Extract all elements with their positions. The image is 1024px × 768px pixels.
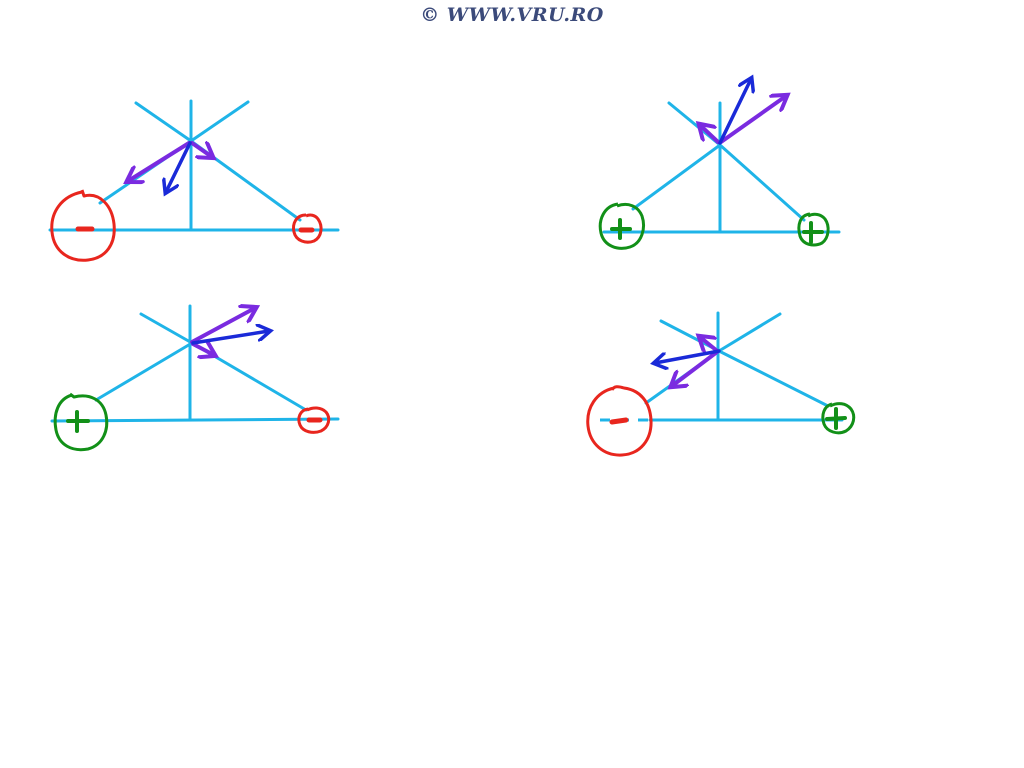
field-vector-right <box>190 143 212 157</box>
negative-charge-ring <box>586 385 653 457</box>
field-vector-right <box>700 337 718 350</box>
positive-charge-ring <box>53 392 109 452</box>
resultant-vector <box>191 331 269 345</box>
diagonal-line <box>189 100 250 143</box>
positive-charge-ring <box>797 212 830 247</box>
positive-charge-ring <box>821 402 856 435</box>
triangle-side-right <box>718 143 806 222</box>
triangle-side-left <box>631 143 722 211</box>
panel-bottom-right <box>586 311 856 457</box>
triangle-side-left <box>94 341 194 402</box>
field-vector-right <box>719 96 786 144</box>
negative-charge-ring <box>292 213 323 244</box>
field-vector-left <box>190 308 255 344</box>
negative-charge-ring <box>297 406 331 434</box>
field-vector-right <box>191 344 214 355</box>
diagonal-line <box>717 312 782 353</box>
resultant-vector <box>655 349 721 363</box>
watermark-text: © WWW.VRU.RO <box>420 4 604 26</box>
diagonal-line <box>134 101 193 143</box>
panel-bottom-left <box>50 306 340 452</box>
field-vector-left <box>128 141 191 181</box>
triangle-side-right <box>717 349 830 408</box>
baseline <box>50 417 340 423</box>
positive-charge-ring <box>598 202 645 250</box>
diagonal-line <box>139 312 194 345</box>
field-vector-left <box>672 350 719 386</box>
field-vector-left <box>700 125 720 144</box>
negative-charge-ring <box>50 189 116 262</box>
panel-top-left <box>48 99 340 262</box>
panel-top-right <box>598 79 841 250</box>
resultant-vector <box>166 141 192 192</box>
resultant-vector <box>718 79 751 145</box>
minus-sign <box>609 417 629 425</box>
